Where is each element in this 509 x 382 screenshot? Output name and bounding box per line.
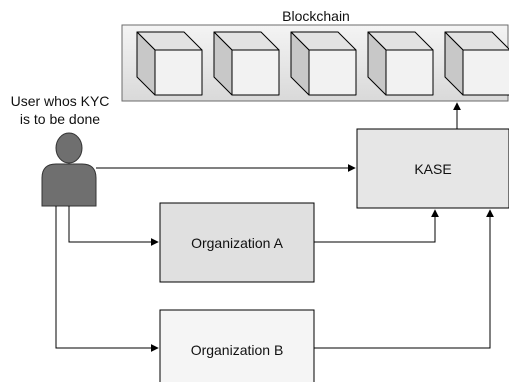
arrow-organization-b-to-kase: [314, 209, 494, 349]
kase-box: [356, 128, 509, 209]
block-icon: [290, 31, 357, 96]
blockchain-blocks: [136, 31, 509, 96]
organization-a-box: [159, 202, 315, 283]
user-label-line2: is to be done: [20, 111, 100, 127]
organization-b-label: Organization B: [191, 342, 284, 358]
block-icon: [367, 31, 434, 96]
arrow-user-to-organization-b: [55, 206, 159, 352]
kase-label: KASE: [414, 161, 451, 177]
user-group: User whos KYC is to be done: [11, 93, 110, 207]
organization-a-node: Organization A: [159, 202, 315, 283]
organization-b-node: Organization B: [159, 309, 315, 382]
block-icon: [136, 31, 203, 96]
person-icon: [41, 132, 97, 207]
blockchain-label: Blockchain: [282, 8, 350, 24]
organization-a-label: Organization A: [191, 235, 283, 251]
arrow-organization-a-to-kase: [314, 209, 439, 243]
connectors: [55, 102, 494, 352]
block-icon: [444, 31, 509, 96]
arrow-user-to-organization-a: [68, 206, 159, 246]
user-label-line1: User whos KYC: [11, 93, 110, 109]
blockchain-group: Blockchain: [121, 8, 509, 102]
kase-node: KASE: [356, 128, 509, 209]
block-icon: [213, 31, 280, 96]
organization-b-box: [159, 309, 315, 382]
